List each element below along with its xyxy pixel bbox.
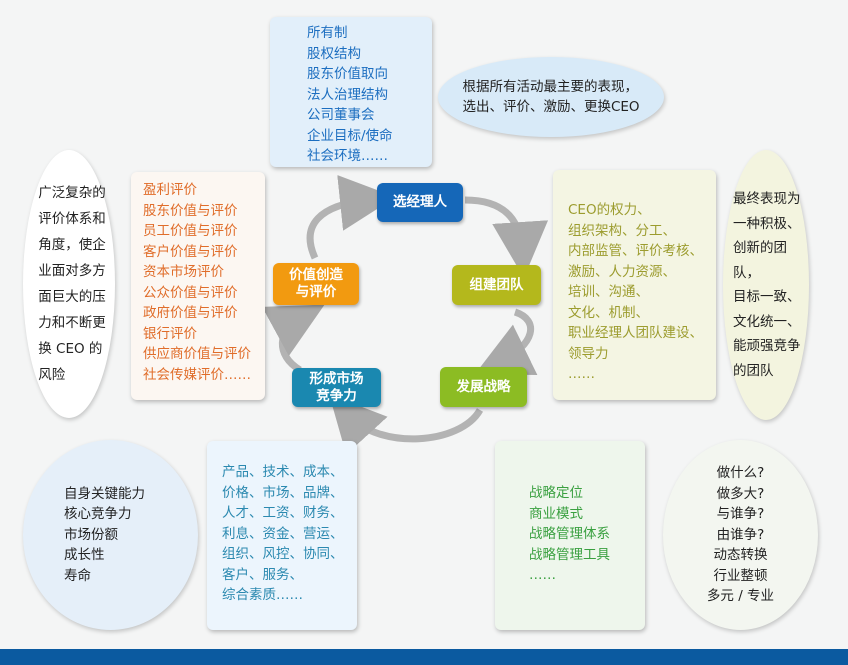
note-line: 核心竞争力 <box>64 506 132 523</box>
team-item: 文化、机制、 <box>568 304 649 321</box>
team-item: 组织架构、分工、 <box>568 222 676 239</box>
node-label: 价值创造 <box>289 267 343 283</box>
capability-note: 自身关键能力 核心竞争力 市场份额 成长性 寿命 <box>23 440 198 630</box>
evaluation-item: 股东价值与评价 <box>143 202 238 219</box>
arrow-market-to-value <box>262 304 325 373</box>
node-label: 形成市场 <box>309 370 364 387</box>
team-item: 内部监管、评价考核、 <box>568 243 703 259</box>
note-line: 角度，使企 <box>38 237 106 253</box>
note-line: 多元 / 专业 <box>706 588 775 605</box>
team-note: 最终表现为 一种积极、 创新的团队， 目标一致、 文化统一、 能顽强竞争 的团队 <box>723 150 809 420</box>
strategy-item: 战略管理工具 <box>529 546 610 563</box>
note-line: 的团队 <box>733 362 774 379</box>
note-line: 面巨大的压 <box>38 289 106 305</box>
note-line: 与谁争? <box>716 506 765 523</box>
top-right-note: 根据所有活动最主要的表现， 选出、评价、激励、更换CEO <box>438 57 664 137</box>
evaluation-item: 员工价值与评价 <box>143 223 238 239</box>
ownership-box: 所有制 股权结构 股东价值取向 法人治理结构 公司董事会 企业目标/使命 社会环… <box>270 17 432 167</box>
competitiveness-item: 客户、服务、 <box>222 566 303 583</box>
evaluation-item: 政府价值与评价 <box>143 305 238 321</box>
left-note: 广泛复杂的 评价体系和 角度，使企 业面对多方 面巨大的压 力和不断更 换 CE… <box>23 150 115 418</box>
note-line: 自身关键能力 <box>64 485 145 502</box>
strategy-item: 战略管理体系 <box>529 526 610 542</box>
ownership-item: 企业目标/使命 <box>307 127 393 144</box>
note-line: 最终表现为 <box>733 191 801 207</box>
note-line: 根据所有活动最主要的表现， <box>462 78 638 95</box>
note-line: 力和不断更 <box>38 315 106 331</box>
note-line: 文化统一、 <box>733 313 801 330</box>
note-line: 一种积极、 <box>733 215 801 232</box>
note-line: 动态转换 <box>713 547 768 564</box>
note-line: 市场份额 <box>64 526 118 543</box>
competitiveness-item: 价格、市场、品牌、 <box>222 484 344 501</box>
footer-bar <box>0 649 848 665</box>
strategy-item: …… <box>529 567 556 583</box>
team-item: …… <box>568 366 595 382</box>
node-label: 与评价 <box>295 284 337 300</box>
note-line: 做多大? <box>716 485 765 502</box>
strategy-note: 做什么? 做多大? 与谁争? 由谁争? 动态转换 行业整顿 多元 / 专业 <box>663 440 818 630</box>
ownership-item: 社会环境…… <box>307 148 388 164</box>
ownership-item: 法人治理结构 <box>307 86 388 103</box>
team-item: 领导力 <box>568 345 609 362</box>
note-line: 能顽强竞争 <box>733 338 801 354</box>
evaluation-item: 银行评价 <box>143 325 197 342</box>
competitiveness-item: 利息、资金、营运、 <box>222 525 344 542</box>
note-line: 评价体系和 <box>38 211 106 227</box>
node-select-manager: 选经理人 <box>377 183 463 222</box>
competitiveness-item: 人才、工资、财务、 <box>222 505 344 521</box>
team-item: 职业经理人团队建设、 <box>568 325 703 341</box>
node-market-competitiveness: 形成市场竞争力 <box>292 368 381 407</box>
note-line: 行业整顿 <box>713 567 768 584</box>
team-item: 激励、人力资源、 <box>568 263 676 280</box>
note-line: 做什么? <box>716 465 765 482</box>
note-line: 业面对多方 <box>38 263 106 279</box>
competitiveness-item: 产品、技术、成本、 <box>222 464 344 480</box>
note-line: 风险 <box>38 367 66 383</box>
note-line: 目标一致、 <box>733 289 801 305</box>
arrow-select-to-team <box>464 196 549 278</box>
team-item: 培训、沟通、 <box>568 284 649 300</box>
competitiveness-box: 产品、技术、成本、 价格、市场、品牌、 人才、工资、财务、 利息、资金、营运、 … <box>207 441 357 630</box>
node-label: 选经理人 <box>393 194 447 210</box>
competitiveness-item: 综合素质…… <box>222 587 303 603</box>
node-label: 组建团队 <box>469 276 524 293</box>
arrow-strategy-to-market <box>329 394 484 455</box>
note-line: 创新的团队， <box>733 240 787 281</box>
arrow-value-to-select <box>306 175 396 260</box>
note-line: 选出、评价、激励、更换CEO <box>462 99 640 115</box>
node-label: 发展战略 <box>456 378 511 395</box>
evaluation-item: 盈利评价 <box>143 182 197 198</box>
note-line: 由谁争? <box>716 526 765 543</box>
strategy-item: 商业模式 <box>529 505 583 522</box>
note-line: 广泛复杂的 <box>38 185 106 201</box>
node-develop-strategy: 发展战略 <box>440 367 527 407</box>
ownership-item: 股东价值取向 <box>307 66 388 82</box>
arrow-team-to-strategy <box>474 308 538 375</box>
evaluation-item: 公众价值与评价 <box>143 284 238 301</box>
evaluation-item: 供应商价值与评价 <box>143 346 251 362</box>
note-line: 成长性 <box>64 547 105 564</box>
team-item: CEO的权力、 <box>568 202 651 218</box>
competitiveness-item: 组织、风控、协同、 <box>222 546 344 562</box>
evaluation-item: 社会传媒评价…… <box>143 366 251 383</box>
team-box: CEO的权力、 组织架构、分工、 内部监管、评价考核、 激励、人力资源、 培训、… <box>553 170 716 400</box>
note-line: 换 CEO 的 <box>38 341 103 357</box>
evaluation-box: 盈利评价 股东价值与评价 员工价值与评价 客户价值与评价 资本市场评价 公众价值… <box>131 172 265 400</box>
ownership-item: 所有制 <box>307 25 348 41</box>
evaluation-item: 资本市场评价 <box>143 264 224 280</box>
ownership-item: 股权结构 <box>307 45 361 62</box>
ownership-item: 公司董事会 <box>307 107 375 123</box>
node-label: 竞争力 <box>316 387 357 404</box>
evaluation-item: 客户价值与评价 <box>143 243 238 260</box>
strategy-item: 战略定位 <box>529 485 583 501</box>
note-line: 寿命 <box>64 567 91 584</box>
node-value-creation: 价值创造与评价 <box>273 263 359 305</box>
strategy-box: 战略定位 商业模式 战略管理体系 战略管理工具 …… <box>495 441 645 630</box>
node-build-team: 组建团队 <box>452 265 541 305</box>
